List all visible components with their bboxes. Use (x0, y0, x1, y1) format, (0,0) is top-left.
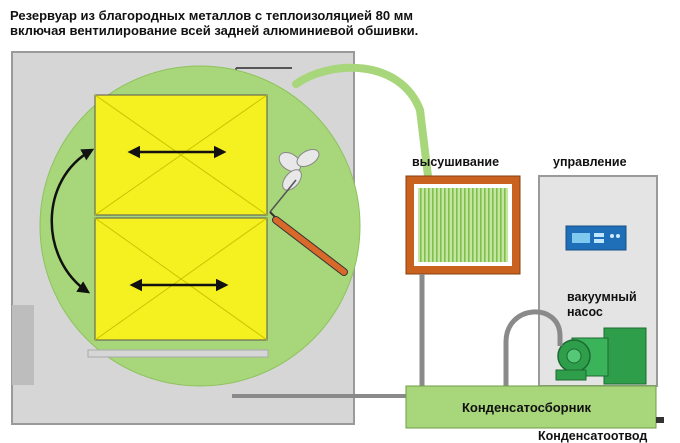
caption-line-2: включая вентилирование всей задней алюми… (10, 23, 419, 38)
control-label: управление (553, 155, 627, 169)
caption-line-1: Резервуар из благородных металлов с тепл… (10, 8, 413, 23)
vacuum-pump (555, 327, 647, 385)
condensate-collector (405, 385, 657, 429)
condensate-drain-outlet (656, 417, 664, 423)
tray-rail (87, 349, 269, 358)
vacuum-hose (503, 309, 563, 386)
lower-tray (94, 217, 268, 341)
fan-icon (269, 148, 320, 213)
rotation-arrow (50, 148, 95, 294)
diagram-caption: Резервуар из благородных металлов с тепл… (10, 8, 670, 38)
drying-label: высушивание (412, 155, 499, 169)
filter-element (418, 188, 508, 262)
condensate-collector-label: Конденсатосборник (462, 400, 591, 415)
condensate-drain-label: Конденсатоотвод (538, 429, 647, 443)
upper-tray (94, 94, 268, 216)
chamber-corner-block (12, 305, 34, 385)
heating-rod (269, 211, 348, 276)
vapor-pipe (292, 63, 432, 180)
drying-unit (405, 175, 521, 275)
vacuum-pump-label-line-1: вакуумный (567, 290, 637, 304)
vacuum-pump-label-line-2: насос (567, 305, 603, 319)
